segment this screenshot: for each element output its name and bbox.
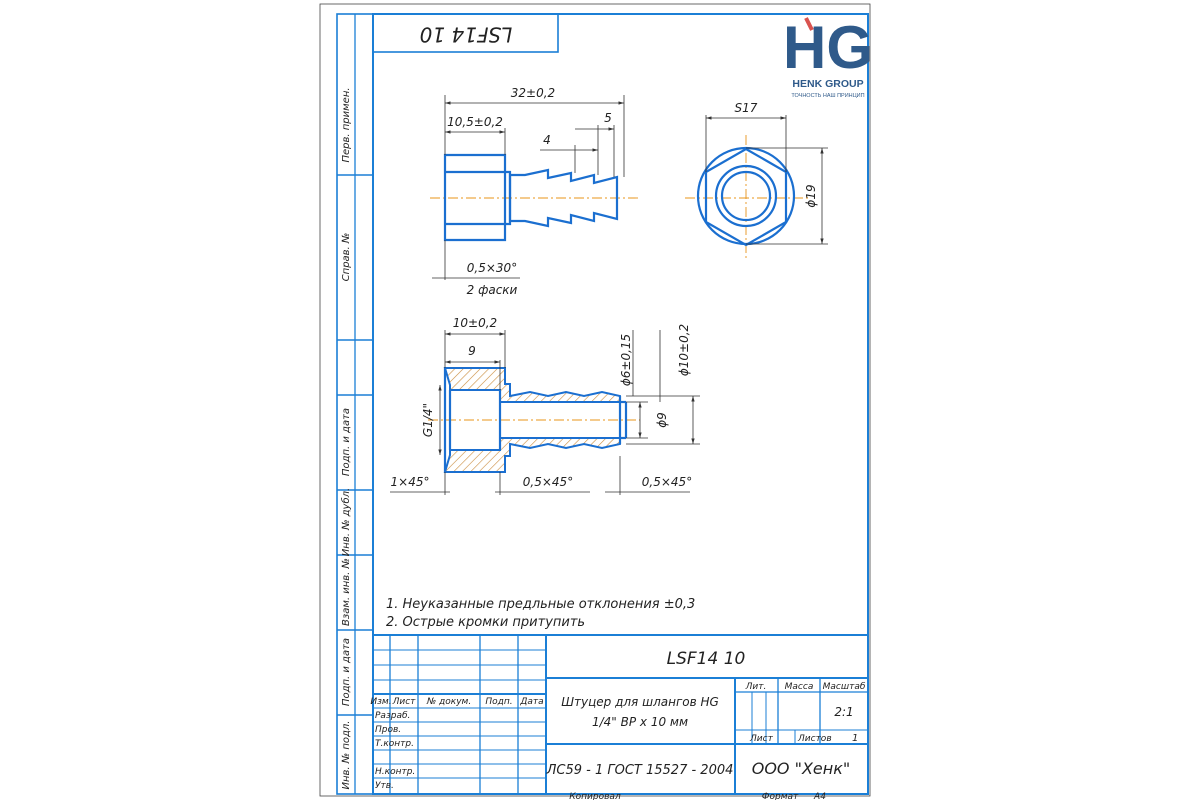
tb-material: ЛС59 - 1 ГОСТ 15527 - 2004	[546, 763, 734, 778]
dim-across-corners: ϕ19	[804, 184, 818, 207]
dimension-texts: 32±0,2 10,5±0,2 4 5 0,5×30° 2 фаски S17 …	[391, 86, 818, 489]
dim-barb-d: ϕ10±0,2	[677, 324, 691, 376]
tb-format-label: Формат	[762, 792, 799, 800]
side-label-5: Подп. и дата	[341, 638, 352, 706]
tb-sheets: 1	[852, 733, 858, 744]
dim-thread-depth: 9	[468, 344, 476, 358]
tb-sheet-label: Лист	[749, 734, 774, 744]
logo-mark: HG	[783, 14, 873, 81]
title-block-texts: Изм. Лист № докум. Подп. Дата Разраб. Пр…	[370, 649, 865, 800]
side-strip: Перв. примен. Справ. № Подп. и дата Инв.…	[336, 13, 374, 795]
dim-bore-depth: 10±0,2	[453, 316, 497, 330]
tb-copied: Копировал	[569, 792, 621, 800]
logo-name: HENK GROUP	[792, 78, 863, 90]
dimension-lines	[390, 95, 828, 495]
tb-col-doc: № докум.	[426, 697, 471, 707]
tb-format: А4	[813, 792, 826, 800]
dim-thread: G1/4"	[421, 403, 435, 437]
side-label-0: Перв. примен.	[341, 87, 352, 162]
logo: HG HENK GROUP ТОЧНОСТЬ НАШ ПРИНЦИП	[783, 14, 873, 99]
side-label-4: Взам. инв. №	[341, 558, 352, 626]
dim-overall-length: 32±0,2	[511, 86, 555, 100]
tb-row-tkontr: Т.контр.	[375, 739, 414, 749]
note-2: 2. Острые кромки притупить	[386, 615, 585, 630]
tb-designation: LSF14 10	[667, 649, 746, 669]
tb-name-1: Штуцер для шлангов HG	[561, 695, 719, 709]
side-view	[430, 153, 640, 242]
tb-col-date: Дата	[519, 697, 543, 707]
top-stamp: LSF14 10	[420, 23, 513, 47]
side-label-1: Справ. №	[341, 233, 352, 282]
tb-lit-label: Лит.	[745, 682, 767, 692]
tb-row-nkontr: Н.контр.	[375, 767, 415, 777]
tb-mass-label: Масса	[785, 682, 814, 692]
dim-barb-pitch: 4	[543, 133, 551, 147]
dim-hex-length: 10,5±0,2	[447, 115, 503, 129]
tb-scale-label: Масштаб	[823, 682, 866, 692]
logo-tagline: ТОЧНОСТЬ НАШ ПРИНЦИП	[791, 93, 864, 99]
side-label-3: Инв. № дубл.	[340, 488, 352, 556]
dim-across-flats: S17	[735, 101, 758, 115]
title-block	[372, 634, 869, 795]
dim-chamfer-3: 0,5×45°	[642, 475, 692, 489]
note-1: 1. Неуказанные предльные отклонения ±0,3	[386, 597, 695, 612]
dim-chamfer: 0,5×30°	[467, 261, 517, 275]
tb-col-izm: Изм.	[370, 697, 391, 707]
tb-name-2: 1/4" ВР х 10 мм	[592, 715, 688, 729]
dim-chamfer-2: 0,5×45°	[523, 475, 573, 489]
tb-col-list: Лист	[392, 697, 417, 707]
side-label-6: Инв. № подл.	[341, 721, 352, 790]
tb-row-utv: Утв.	[375, 781, 394, 791]
side-label-2: Подп. и дата	[341, 408, 352, 476]
tb-row-prov: Пров.	[375, 725, 401, 735]
dim-tip-d: ϕ9	[655, 412, 669, 428]
section-view	[428, 367, 640, 473]
dim-barb-end: 5	[604, 111, 612, 125]
tb-sheets-label: Листов	[797, 734, 832, 744]
tb-col-sign: Подп.	[485, 697, 512, 707]
tb-company: ООО "Хенк"	[752, 759, 851, 778]
dim-chamfer-1: 1×45°	[391, 475, 430, 489]
dim-chamfer-note: 2 фаски	[467, 283, 518, 297]
tb-scale: 2:1	[834, 705, 853, 719]
tb-row-razrab: Разраб.	[375, 711, 410, 721]
dim-bore-d: ϕ6±0,15	[619, 334, 633, 386]
